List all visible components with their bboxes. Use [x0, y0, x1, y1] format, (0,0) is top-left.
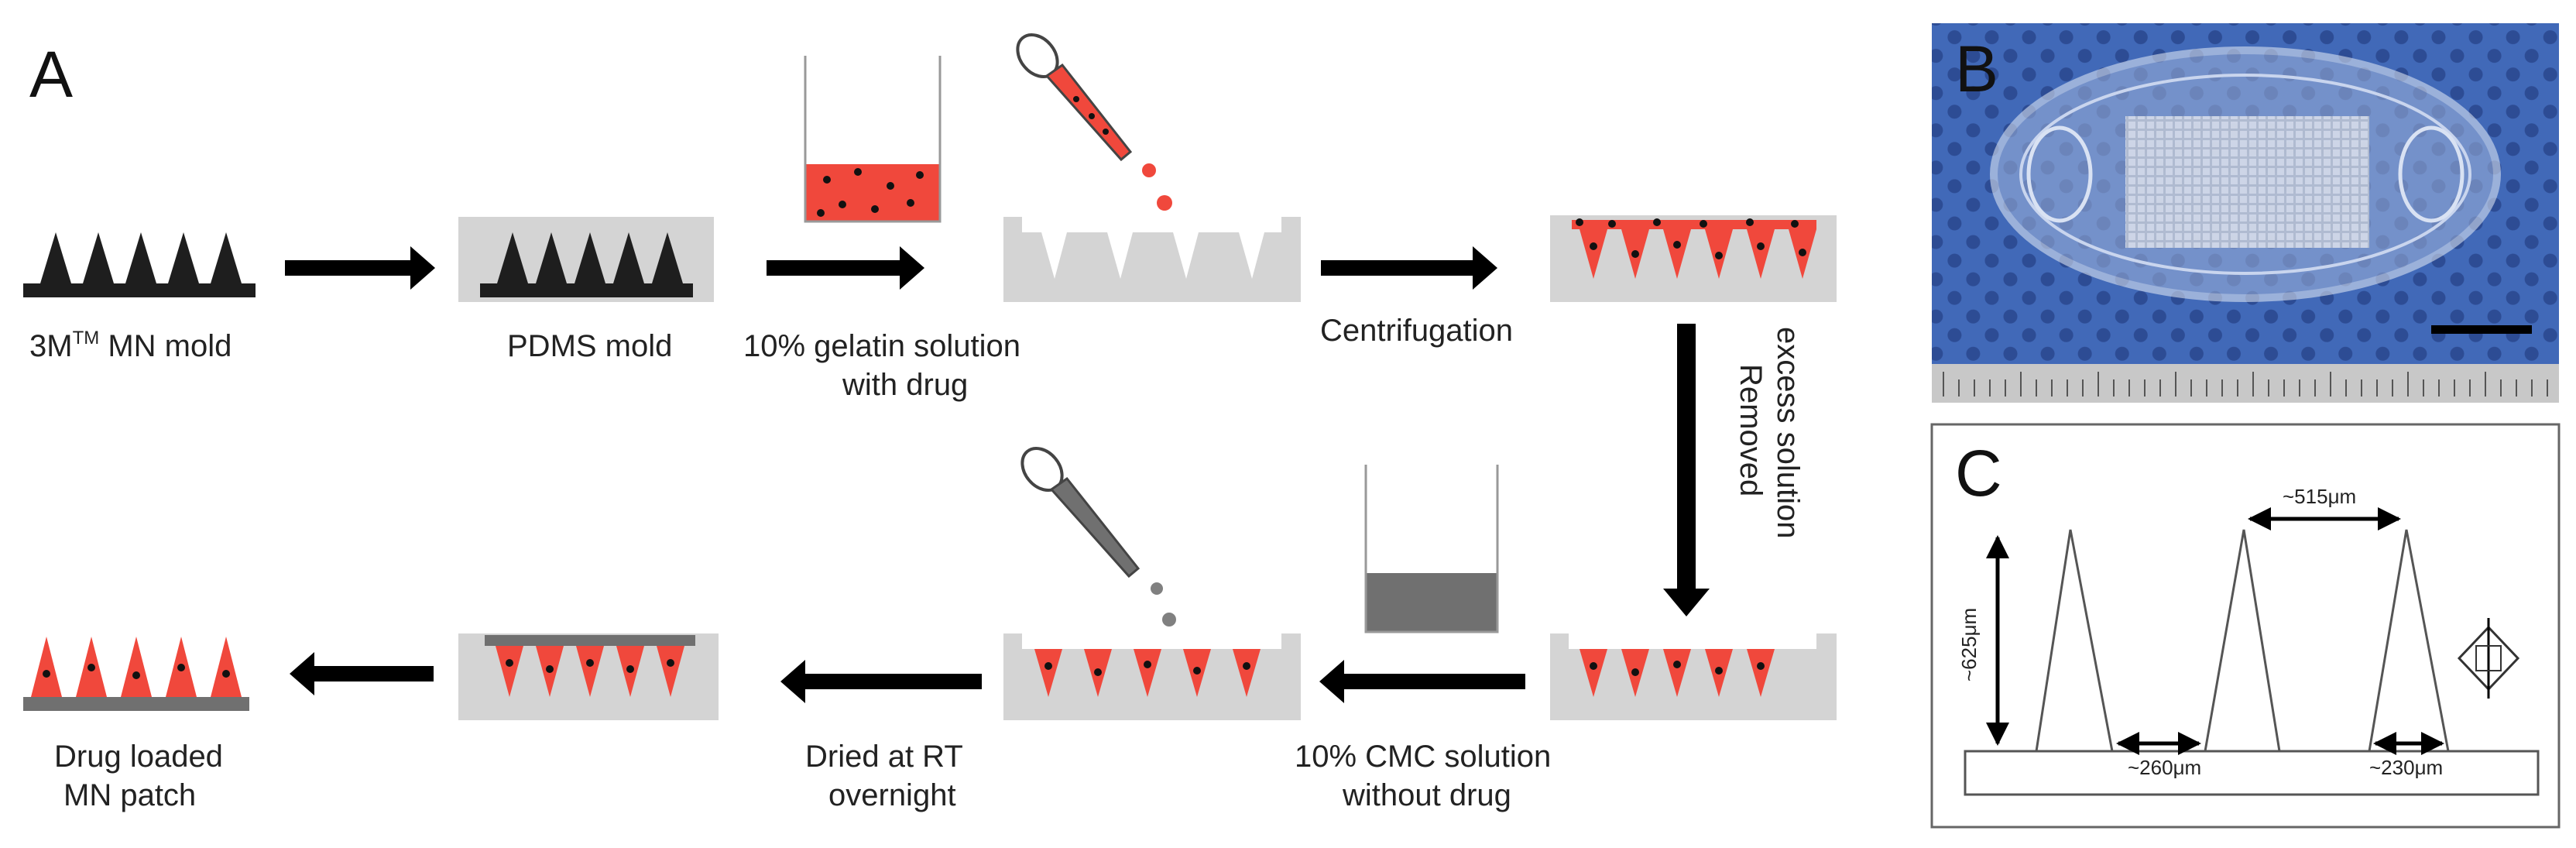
- pipette-gray-illustration: [1020, 447, 1176, 627]
- pipette-red-illustration: [1016, 33, 1172, 211]
- cmc-label-line2: without drug: [1342, 778, 1511, 812]
- arrow-left-1: [1319, 660, 1525, 703]
- mn-patch-illustration: [23, 637, 249, 711]
- dried-label-line1: Dried at RT: [805, 740, 963, 774]
- patch-label-line2: MN patch: [63, 778, 196, 812]
- empty-pdms-mold: [1003, 217, 1301, 302]
- pdms-mold-illustration: [458, 217, 714, 302]
- arrow-right-1: [285, 246, 435, 290]
- arrow-right-2: [767, 246, 924, 290]
- filled-mold-illustration: [1550, 215, 1837, 302]
- mn-patch-photo: [1932, 23, 2559, 403]
- mn-mold-illustration: [23, 232, 256, 297]
- pdms-mold-label: PDMS mold: [507, 329, 672, 363]
- height-dimension: ~625μm: [1957, 608, 1981, 681]
- patch-label-line1: Drug loaded: [54, 740, 223, 774]
- dried-label-line2: overnight: [828, 778, 956, 812]
- gap-dimension: ~260μm: [2128, 756, 2201, 779]
- panel-label-c: C: [1955, 437, 2002, 510]
- arrow-left-3: [290, 652, 434, 695]
- gelatin-label-line2: with drug: [842, 368, 968, 402]
- mn-mold-label: 3MTM MN mold: [29, 328, 232, 363]
- pitch-dimension: ~515μm: [2283, 485, 2356, 508]
- panel-label-a: A: [29, 38, 73, 111]
- panel-label-b: B: [1955, 33, 1998, 105]
- dried-mold-illustration: [458, 633, 719, 720]
- gelatin-label-line1: 10% gelatin solution: [743, 329, 1020, 363]
- gelatin-beaker-illustration: [804, 56, 942, 223]
- cmc-label-line1: 10% CMC solution: [1295, 740, 1551, 774]
- arrow-right-3: [1321, 246, 1497, 290]
- cmc-beaker-illustration: [1364, 465, 1499, 633]
- arrow-down: [1663, 324, 1710, 616]
- removed-label-line2: excess solution: [1771, 327, 1805, 538]
- centrifugation-label: Centrifugation: [1320, 314, 1513, 348]
- removed-label-line1: Removed: [1734, 364, 1768, 496]
- mold-with-cmc: [1003, 633, 1301, 720]
- mold-excess-removed: [1550, 633, 1837, 720]
- arrow-left-2: [780, 660, 982, 703]
- mn-geometry-diagram: [1930, 423, 2561, 829]
- base-dimension: ~230μm: [2369, 756, 2443, 779]
